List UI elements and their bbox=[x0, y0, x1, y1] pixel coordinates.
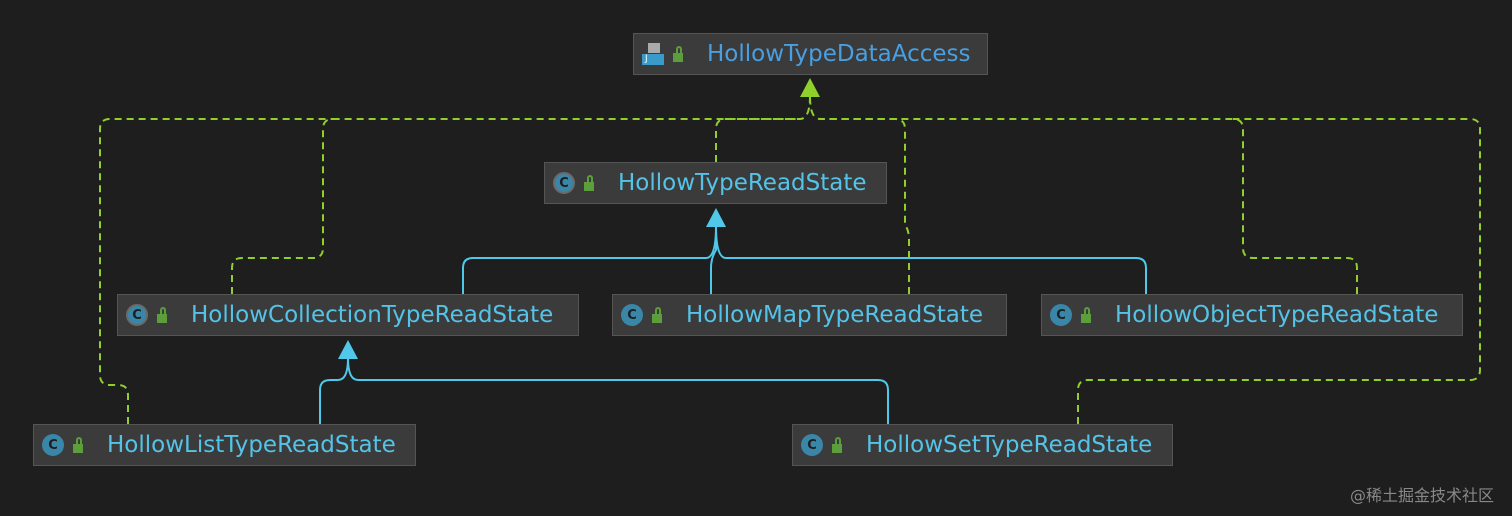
node-label: HollowObjectTypeReadState bbox=[1115, 302, 1439, 328]
node-label: HollowCollectionTypeReadState bbox=[191, 302, 554, 328]
node-label: HollowSetTypeReadState bbox=[866, 432, 1153, 458]
node-label: HollowListTypeReadState bbox=[107, 432, 396, 458]
implements-arrowhead bbox=[800, 78, 820, 97]
edge-object-extends bbox=[715, 225, 1147, 294]
edge-object-implements bbox=[820, 118, 1358, 294]
edge-collection-extends bbox=[462, 225, 717, 294]
node-hollow-object-type-read-state[interactable]: C HollowObjectTypeReadState bbox=[1041, 294, 1463, 336]
edge-set-extends bbox=[347, 357, 889, 424]
public-lock-icon bbox=[1081, 306, 1091, 323]
node-hollow-map-type-read-state[interactable]: C HollowMapTypeReadState bbox=[612, 294, 1007, 336]
node-label: HollowMapTypeReadState bbox=[686, 302, 984, 328]
node-label: HollowTypeReadState bbox=[618, 170, 867, 196]
public-lock-icon bbox=[73, 436, 83, 453]
edge-collection-implements bbox=[231, 118, 800, 294]
node-label: HollowTypeDataAccess bbox=[707, 41, 971, 67]
public-lock-icon bbox=[673, 45, 683, 62]
abstract-class-icon: C bbox=[126, 304, 148, 326]
extends-arrowhead-collection bbox=[338, 340, 358, 359]
edge-set-implements bbox=[1077, 118, 1481, 424]
edge-map-implements bbox=[809, 95, 910, 294]
node-hollow-set-type-read-state[interactable]: C HollowSetTypeReadState bbox=[792, 424, 1173, 466]
abstract-class-icon: C bbox=[553, 172, 575, 194]
class-icon: C bbox=[801, 434, 823, 456]
extends-arrowhead-readstate bbox=[706, 208, 726, 227]
class-icon: C bbox=[621, 304, 643, 326]
class-icon: C bbox=[1050, 304, 1072, 326]
public-lock-icon bbox=[584, 174, 594, 191]
edge-list-extends bbox=[319, 357, 349, 424]
node-hollow-type-data-access[interactable]: J HollowTypeDataAccess bbox=[633, 33, 988, 75]
public-lock-icon bbox=[652, 306, 662, 323]
interface-icon: J bbox=[642, 43, 664, 65]
public-lock-icon bbox=[832, 436, 842, 453]
node-hollow-list-type-read-state[interactable]: C HollowListTypeReadState bbox=[33, 424, 416, 466]
edge-list-implements bbox=[99, 118, 333, 424]
node-hollow-type-read-state[interactable]: C HollowTypeReadState bbox=[544, 162, 887, 204]
class-icon: C bbox=[42, 434, 64, 456]
edge-map-extends bbox=[710, 226, 717, 294]
edge-readstate-implements bbox=[715, 95, 811, 162]
watermark: @稀土掘金技术社区 bbox=[1349, 486, 1494, 505]
public-lock-icon bbox=[157, 306, 167, 323]
node-hollow-collection-type-read-state[interactable]: C HollowCollectionTypeReadState bbox=[117, 294, 579, 336]
